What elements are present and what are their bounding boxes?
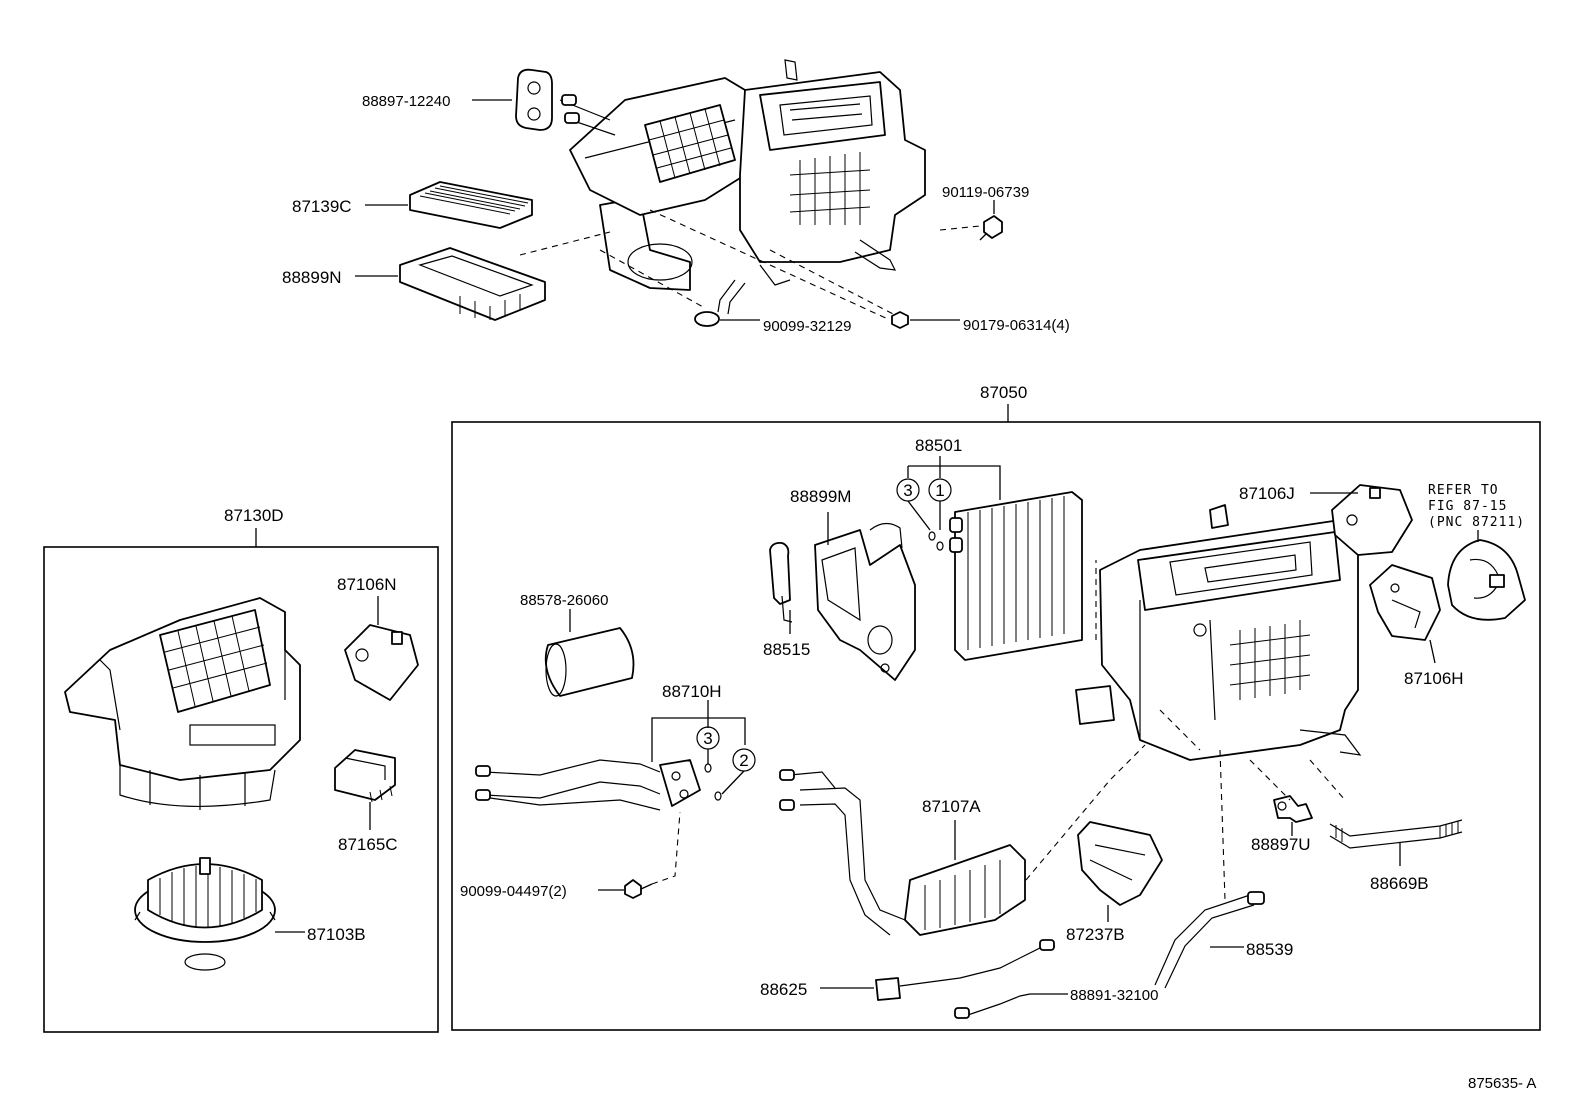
- screw-90099-04497-icon: [624, 879, 653, 899]
- label-90119-06739: 90119-06739: [942, 184, 1029, 201]
- case-88899M-drawing: [814, 522, 916, 681]
- evaporator-88501-drawing: [949, 491, 1083, 661]
- top-heater-unit-drawing: [559, 59, 926, 315]
- label-90179-06314: 90179-06314(4): [963, 317, 1070, 334]
- pipe-88710H-drawing: [475, 759, 701, 811]
- label-87106J: 87106J: [1239, 484, 1295, 503]
- catalog-code: 875635- A: [1468, 1075, 1536, 1092]
- circled-1-top: 1: [935, 481, 944, 500]
- label-87237B: 87237B: [1066, 925, 1125, 944]
- blower-motor-87103B-drawing: [134, 857, 276, 971]
- resistor-87165C-drawing: [334, 749, 396, 803]
- label-87139C: 87139C: [292, 197, 352, 216]
- thermistor-88891-32100-drawing: [954, 993, 1031, 1019]
- drain-88539-drawing: [1154, 891, 1265, 989]
- sleeve-88578-26060-drawing: [544, 627, 635, 697]
- label-87050: 87050: [980, 383, 1027, 402]
- label-88578-26060: 88578-26060: [520, 592, 608, 609]
- label-87130D: 87130D: [224, 506, 284, 525]
- label-90099-32129: 90099-32129: [763, 318, 851, 335]
- frame-87050: [451, 421, 1541, 1031]
- label-88669B: 88669B: [1370, 874, 1429, 893]
- label-87165C: 87165C: [338, 835, 398, 854]
- refer-line-1: REFER TO: [1428, 483, 1499, 498]
- label-88501: 88501: [915, 436, 962, 455]
- servo-87106N-drawing: [344, 624, 419, 701]
- label-88515: 88515: [763, 640, 810, 659]
- actuator-87106J-drawing: [1331, 484, 1413, 556]
- label-88891-32100: 88891-32100: [1070, 987, 1158, 1004]
- nut-90179-06314-icon: [891, 311, 909, 329]
- case-88899N-drawing: [399, 247, 546, 321]
- hose-88669B-drawing: [1329, 819, 1463, 849]
- top-unit-grid: [644, 104, 736, 183]
- label-87106N: 87106N: [337, 575, 397, 594]
- circled-3-bottom: 3: [703, 729, 712, 748]
- label-88899M: 88899M: [790, 487, 851, 506]
- gasket-88897-12240-drawing: [515, 68, 553, 131]
- label-88897U: 88897U: [1251, 835, 1311, 854]
- grommet-90099-32129-icon: [694, 311, 720, 327]
- label-87107A: 87107A: [922, 797, 981, 816]
- bolt-90119-06739-icon: [979, 215, 1003, 241]
- heater-core-87107A-drawing: [779, 769, 1026, 936]
- actuator-87106H-drawing: [1369, 564, 1441, 641]
- circled-3-top: 3: [903, 481, 912, 500]
- label-88899N: 88899N: [282, 268, 342, 287]
- duct-87237B-drawing: [1077, 821, 1163, 906]
- label-90099-04497: 90099-04497(2): [460, 883, 567, 900]
- sensor-88515-drawing: [769, 541, 793, 623]
- label-88539: 88539: [1246, 940, 1293, 959]
- label-87106H: 87106H: [1404, 669, 1464, 688]
- refer-line-2: FIG 87-15: [1428, 499, 1507, 514]
- refer-line-3: (PNC 87211): [1428, 515, 1525, 530]
- blower-intake-drawing: [64, 597, 301, 810]
- label-88897-12240: 88897-12240: [362, 93, 450, 110]
- top-unit-louver: [789, 152, 871, 225]
- label-88625: 88625: [760, 980, 807, 999]
- circled-2-bottom: 2: [739, 751, 748, 770]
- label-87103B: 87103B: [307, 925, 366, 944]
- heater-case-drawing: [1075, 504, 1362, 761]
- actuator-ring-drawing: [1447, 539, 1526, 621]
- connector-88897U-drawing: [1273, 795, 1313, 823]
- label-88710H: 88710H: [662, 682, 722, 701]
- frame-87130D: [43, 546, 439, 1033]
- harness-88625-drawing: [875, 939, 1056, 1001]
- filter-87139C-drawing: [409, 181, 533, 229]
- heater-case-louver: [1229, 620, 1311, 700]
